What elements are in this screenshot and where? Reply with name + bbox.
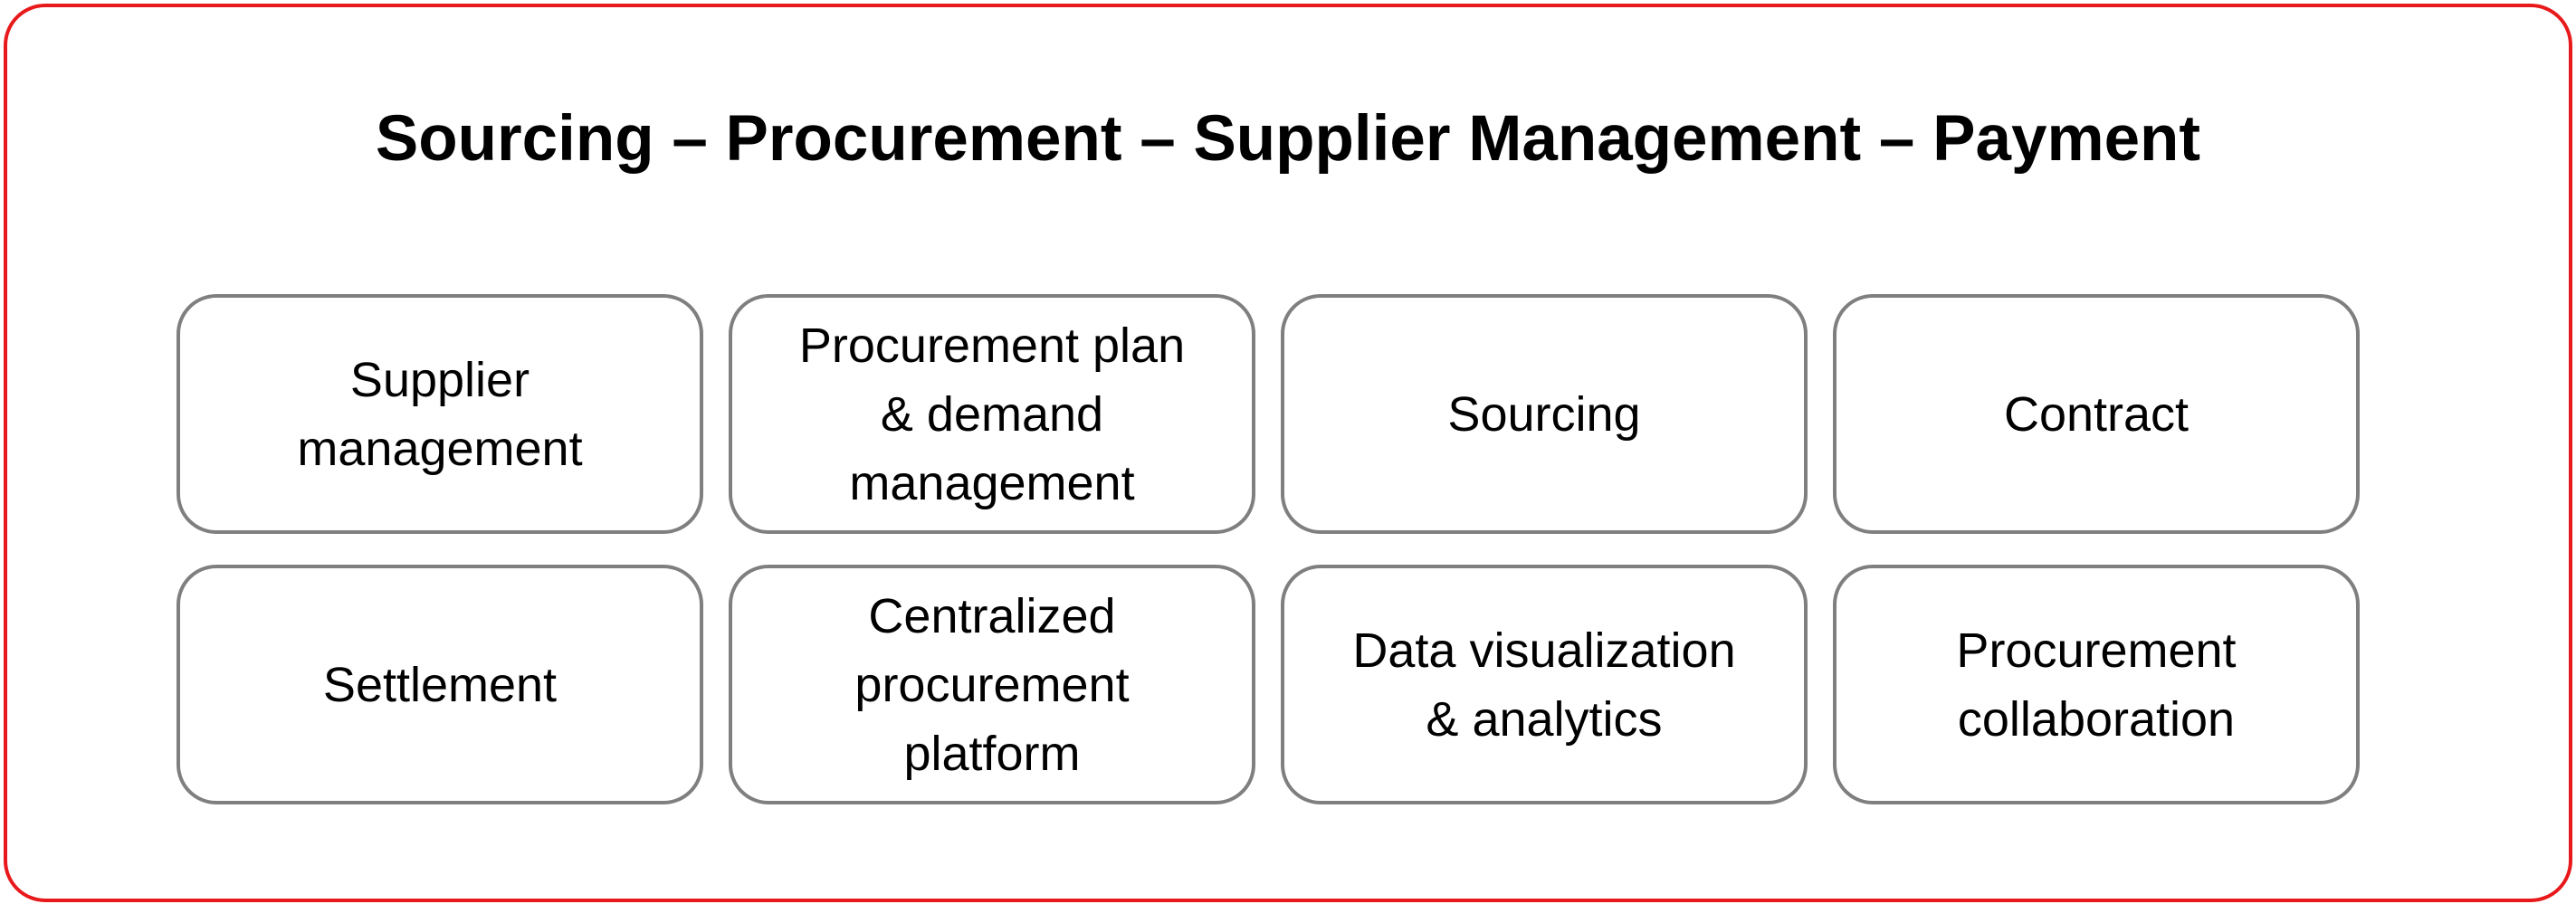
diagram-title: Sourcing – Procurement – Supplier Manage… <box>375 103 2201 175</box>
card-procurement-collaboration: Procurement collaboration <box>1833 565 2360 804</box>
card-label: Settlement <box>322 657 558 712</box>
card-contract: Contract <box>1833 294 2360 534</box>
card-label: Contract <box>2003 386 2190 442</box>
card-label: Sourcing <box>1447 386 1641 442</box>
card-label: Procurement collaboration <box>1956 623 2237 747</box>
card-settlement: Settlement <box>177 565 703 804</box>
card-sourcing: Sourcing <box>1281 294 1808 534</box>
card-label: Data visualization & analytics <box>1352 623 1736 747</box>
card-supplier-management: Supplier management <box>177 294 703 534</box>
card-label: Supplier management <box>297 352 583 476</box>
card-data-visualization-analytics: Data visualization & analytics <box>1281 565 1808 804</box>
card-label: Procurement plan & demand management <box>798 318 1186 510</box>
card-centralized-procurement-platform: Centralized procurement platform <box>729 565 1255 804</box>
card-label: Centralized procurement platform <box>854 588 1130 781</box>
capability-grid: Supplier management Procurement plan & d… <box>177 294 2360 804</box>
card-procurement-plan-demand-management: Procurement plan & demand management <box>729 294 1255 534</box>
